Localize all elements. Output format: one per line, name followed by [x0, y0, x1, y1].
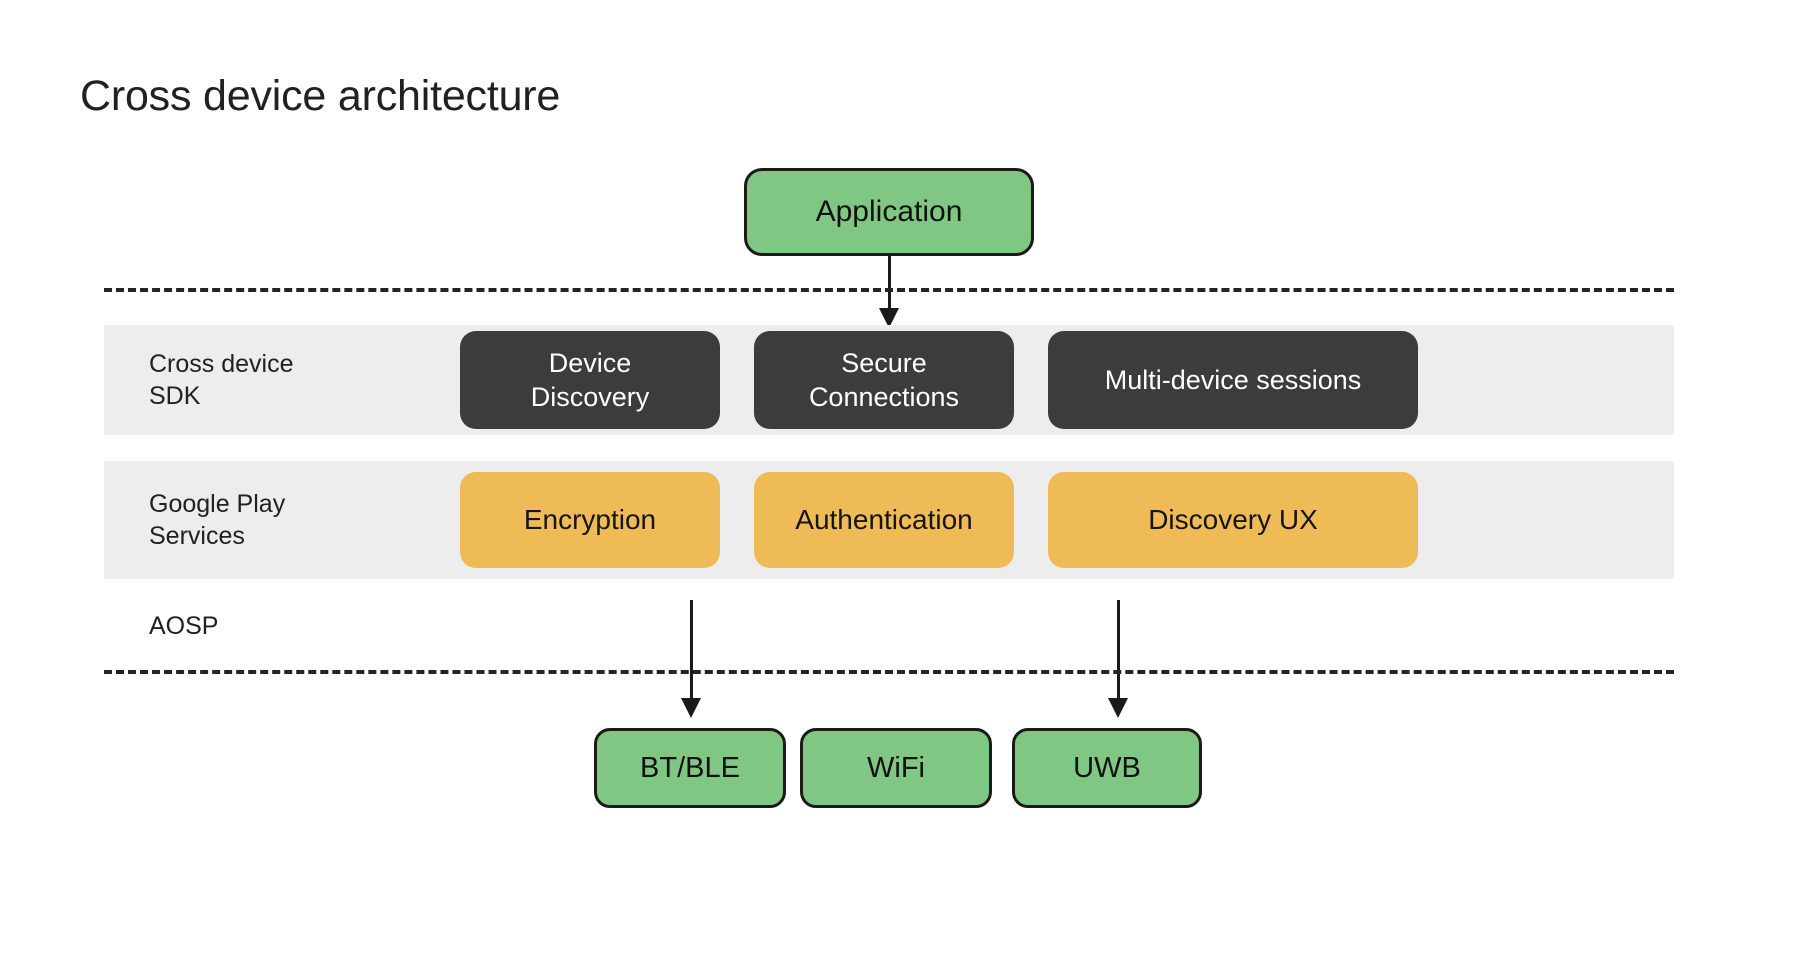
- chip-device-discovery-label: Device Discovery: [530, 348, 650, 412]
- arrow-application-to-sdk-line: [888, 256, 891, 312]
- chip-device-discovery[interactable]: Device Discovery: [460, 331, 720, 429]
- node-bt-ble[interactable]: BT/BLE: [594, 728, 786, 808]
- node-application-label: Application: [815, 195, 963, 228]
- node-wifi[interactable]: WiFi: [800, 728, 992, 808]
- chip-authentication[interactable]: Authentication: [754, 472, 1014, 568]
- layer-band-google-play-services: Google Play Services Encryption Authenti…: [104, 461, 1674, 579]
- arrow-discovery-ux-to-uwb-line: [1117, 600, 1120, 702]
- arrow-application-to-sdk-head: [879, 308, 899, 328]
- dashed-separator-bottom: [104, 670, 1674, 674]
- page-title: Cross device architecture: [80, 72, 561, 120]
- chip-multi-device-sessions[interactable]: Multi-device sessions: [1048, 331, 1418, 429]
- chip-discovery-ux-label: Discovery UX: [1148, 504, 1318, 535]
- chip-encryption-label: Encryption: [523, 504, 657, 535]
- layer-label-aosp: AOSP: [149, 612, 219, 640]
- node-bt-ble-label: BT/BLE: [640, 751, 740, 784]
- chip-secure-connections[interactable]: Secure Connections: [754, 331, 1014, 429]
- arrow-discovery-ux-to-uwb-head: [1108, 698, 1128, 718]
- node-wifi-label: WiFi: [867, 751, 925, 784]
- chip-multi-device-sessions-label: Multi-device sessions: [1104, 365, 1362, 395]
- layer-label-google-play-services: Google Play Services: [149, 490, 286, 550]
- chip-authentication-label: Authentication: [795, 504, 973, 535]
- layer-label-cross-device-sdk: Cross device SDK: [149, 350, 294, 410]
- layer-band-cross-device-sdk: Cross device SDK Device Discovery Secure…: [104, 325, 1674, 435]
- arrow-encryption-to-btble-head: [681, 698, 701, 718]
- node-uwb[interactable]: UWB: [1012, 728, 1202, 808]
- dashed-separator-top: [104, 288, 1674, 292]
- chip-discovery-ux[interactable]: Discovery UX: [1048, 472, 1418, 568]
- chip-secure-connections-label: Secure Connections: [808, 348, 960, 412]
- node-application[interactable]: Application: [744, 168, 1034, 256]
- node-uwb-label: UWB: [1073, 751, 1141, 784]
- arrow-encryption-to-btble-line: [690, 600, 693, 702]
- chip-encryption[interactable]: Encryption: [460, 472, 720, 568]
